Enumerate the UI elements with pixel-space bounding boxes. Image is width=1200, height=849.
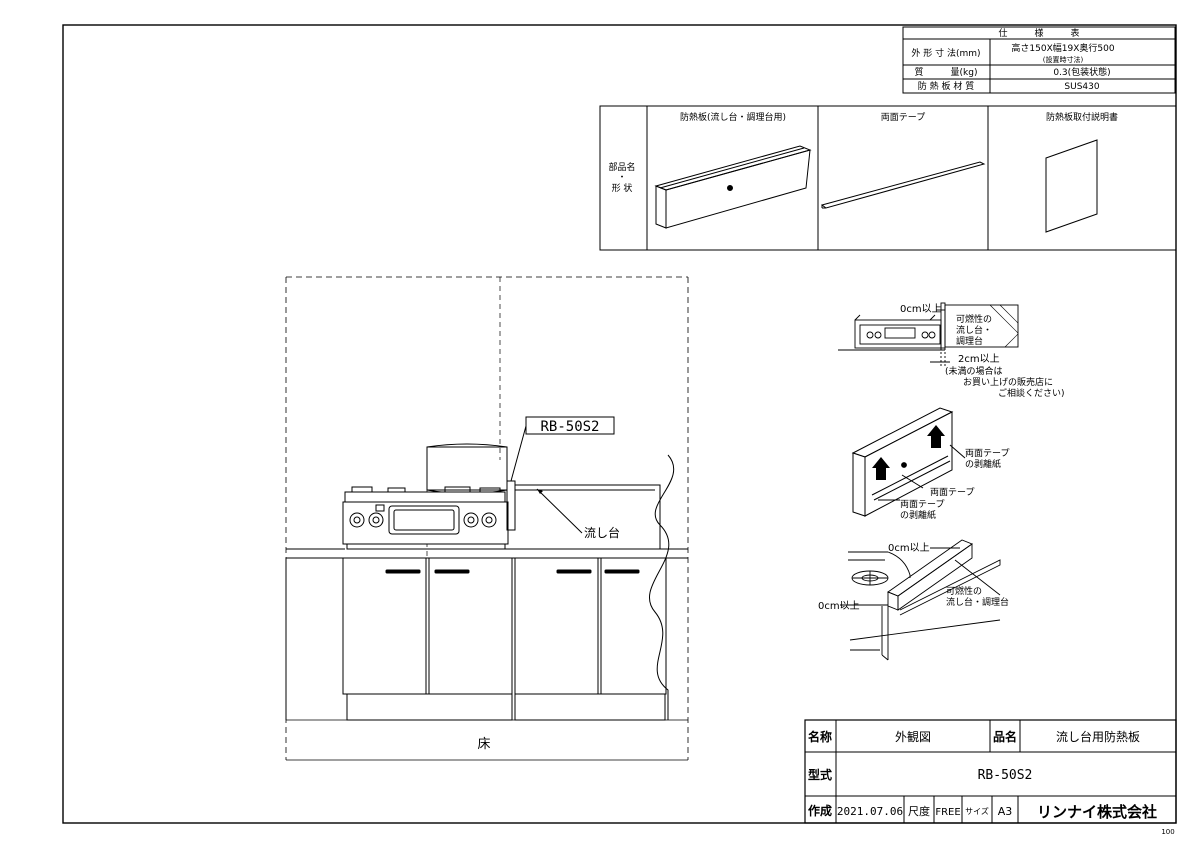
tb-company: リンナイ株式会社 — [1037, 803, 1157, 821]
tb-scale-label: 尺度 — [908, 804, 930, 818]
tb-model-value: RB-50S2 — [978, 768, 1033, 783]
tb-model-label: 型式 — [808, 767, 832, 782]
parts-table: 部品名 ・ 形 状 防熱板(流し台・調理台用) 両面テープ 防熱板取付説明書 — [599, 105, 1177, 251]
clearance-top: 0cm以上 — [900, 303, 942, 315]
heat-shield-shape — [654, 145, 812, 229]
spec-label-dimensions: 外 形 寸 法(mm) — [911, 47, 980, 59]
clearance-note-3: ご相談ください) — [998, 387, 1065, 399]
spec-value-dimensions: 高さ150X幅19X奥行500 — [1011, 42, 1114, 54]
page-number: 100 — [1161, 828, 1174, 836]
sheet-border — [62, 24, 1177, 824]
tb-scale-value: FREE — [935, 807, 960, 818]
pot — [426, 443, 508, 494]
tape-lower-1: 両面テープ — [900, 499, 944, 510]
floor-label: 床 — [477, 737, 490, 752]
model-tag: RB-50S2 — [510, 416, 615, 482]
clearance-wall-2: 流し台・ — [956, 324, 992, 336]
tb-made-label: 作成 — [808, 803, 832, 818]
install-wall-2: 流し台・調理台 — [946, 596, 1009, 608]
spec-value-weight: 0.3(包装状態) — [1053, 66, 1110, 78]
tb-product-value: 流し台用防熱板 — [1056, 729, 1140, 744]
arrow-up-left — [872, 457, 890, 480]
counter-label: 流し台 — [584, 525, 620, 540]
tape-upper-1: 両面テープ — [965, 448, 1009, 459]
detail-tape: 両面テープ の剥離紙 両面テープ 両面テープ の剥離紙 — [851, 407, 1009, 521]
tb-size-value: A3 — [998, 805, 1013, 818]
spec-label-material: 防 熱 板 材 質 — [918, 80, 974, 92]
clearance-note-1: (未満の場合は — [945, 365, 1003, 377]
parts-row-label-dot: ・ — [617, 173, 626, 183]
tape-lower-2: の剥離紙 — [900, 509, 936, 521]
spec-value-material: SUS430 — [1064, 82, 1099, 92]
install-wall-1: 可燃性の — [946, 585, 982, 597]
spec-table: 仕 様 表 外 形 寸 法(mm) 高さ150X幅19X奥行500 (設置時寸法… — [902, 26, 1176, 94]
arrow-up-right — [927, 425, 945, 448]
parts-col-manual: 防熱板取付説明書 — [1046, 111, 1118, 123]
tb-name-label: 名称 — [808, 729, 832, 744]
spec-label-weight: 質 量(kg) — [915, 66, 978, 78]
clearance-note-2: お買い上げの販売店に — [963, 376, 1053, 388]
clearance-wall-3: 調理台 — [956, 335, 983, 347]
tape-upper-2: の剥離紙 — [965, 458, 1001, 470]
manual-shape — [1045, 139, 1098, 233]
tb-product-label: 品名 — [993, 729, 1017, 744]
tb-name-value: 外観図 — [895, 730, 931, 744]
detail-clearance: 0cm以上 可燃性の 流し台・ 調理台 2cm以上 (未満の場合は お買い上げの… — [838, 302, 1065, 399]
front-view: RB-50S2 — [285, 276, 689, 761]
clearance-wall-1: 可燃性の — [956, 313, 992, 325]
install-side: 0cm以上 — [818, 600, 860, 612]
parts-row-label-2: 形 状 — [612, 182, 633, 194]
install-top: 0cm以上 — [888, 542, 930, 554]
parts-col-tape: 両面テープ — [881, 112, 925, 123]
parts-row-label-1: 部品名 — [608, 161, 635, 173]
tb-date: 2021.07.06 — [837, 805, 903, 818]
spec-subvalue-dimensions: (設置時寸法) — [1043, 55, 1084, 64]
parts-col-heat-shield: 防熱板(流し台・調理台用) — [680, 111, 786, 123]
model-tag-label: RB-50S2 — [540, 419, 599, 435]
spec-table-title: 仕 様 表 — [998, 27, 1079, 39]
gas-stove — [342, 486, 509, 550]
tape-middle: 両面テープ — [930, 487, 974, 498]
detail-install: 0cm以上 可燃性の 流し台・調理台 0cm以上 — [818, 539, 1009, 661]
tape-shape — [820, 161, 986, 209]
cabinets — [285, 557, 667, 721]
break-line — [648, 454, 675, 720]
clearance-side: 2cm以上 — [958, 353, 1000, 365]
tb-size-label: サイズ — [965, 806, 989, 816]
title-block: 名称 外観図 品名 流し台用防熱板 型式 RB-50S2 作成 2021.07.… — [804, 719, 1177, 824]
